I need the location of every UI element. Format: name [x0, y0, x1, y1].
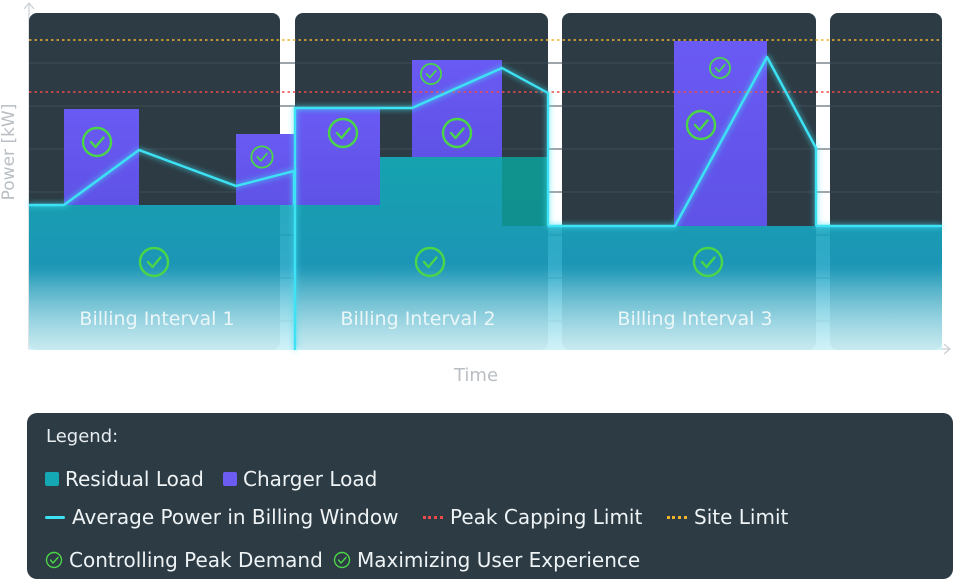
- charger-load-bars: [64, 41, 767, 226]
- legend-item-controlling: Controlling Peak Demand: [45, 548, 323, 572]
- residual-load-area: [29, 157, 942, 350]
- x-axis-label: Time: [453, 365, 498, 386]
- charger-bar-1: [64, 109, 139, 205]
- power-diagram: Billing Interval 1 Billing Interval 2 Bi…: [0, 2, 951, 386]
- legend-item-charger: Charger Load: [223, 467, 377, 491]
- legend-controlling-label: Controlling Peak Demand: [69, 548, 323, 572]
- check-icon: [333, 551, 351, 569]
- legend-item-peak: Peak Capping Limit: [423, 505, 642, 529]
- legend-item-residual: Residual Load: [45, 467, 204, 491]
- charger-bar-3: [295, 108, 380, 205]
- charger-bar-2: [236, 134, 294, 205]
- interval-label-1: Billing Interval 1: [79, 308, 234, 330]
- legend-panel: Legend: Residual Load Charger Load Avera…: [27, 413, 953, 579]
- average-line-swatch: [45, 515, 65, 519]
- y-axis-label: Power [kW]: [0, 104, 19, 201]
- interval-label-3: Billing Interval 3: [617, 308, 772, 330]
- interval-label-2: Billing Interval 2: [340, 308, 495, 330]
- legend-item-site: Site Limit: [667, 505, 788, 529]
- charger-bar-4: [412, 60, 502, 157]
- legend-residual-label: Residual Load: [65, 467, 204, 491]
- legend-site-label: Site Limit: [694, 505, 789, 529]
- legend-peak-label: Peak Capping Limit: [450, 505, 643, 529]
- legend-item-average: Average Power in Billing Window: [45, 505, 398, 529]
- legend-maximizing-label: Maximizing User Experience: [357, 548, 641, 572]
- peak-line-swatch: [423, 515, 443, 519]
- legend-title: Legend:: [46, 426, 119, 447]
- site-line-swatch: [667, 515, 687, 519]
- legend-item-maximizing: Maximizing User Experience: [333, 548, 640, 572]
- check-icon: [45, 551, 63, 569]
- legend-charger-label: Charger Load: [243, 467, 378, 491]
- residual-swatch: [45, 472, 59, 486]
- average-power-line: [29, 55, 942, 350]
- charger-swatch: [223, 472, 237, 486]
- legend-average-label: Average Power in Billing Window: [72, 505, 399, 529]
